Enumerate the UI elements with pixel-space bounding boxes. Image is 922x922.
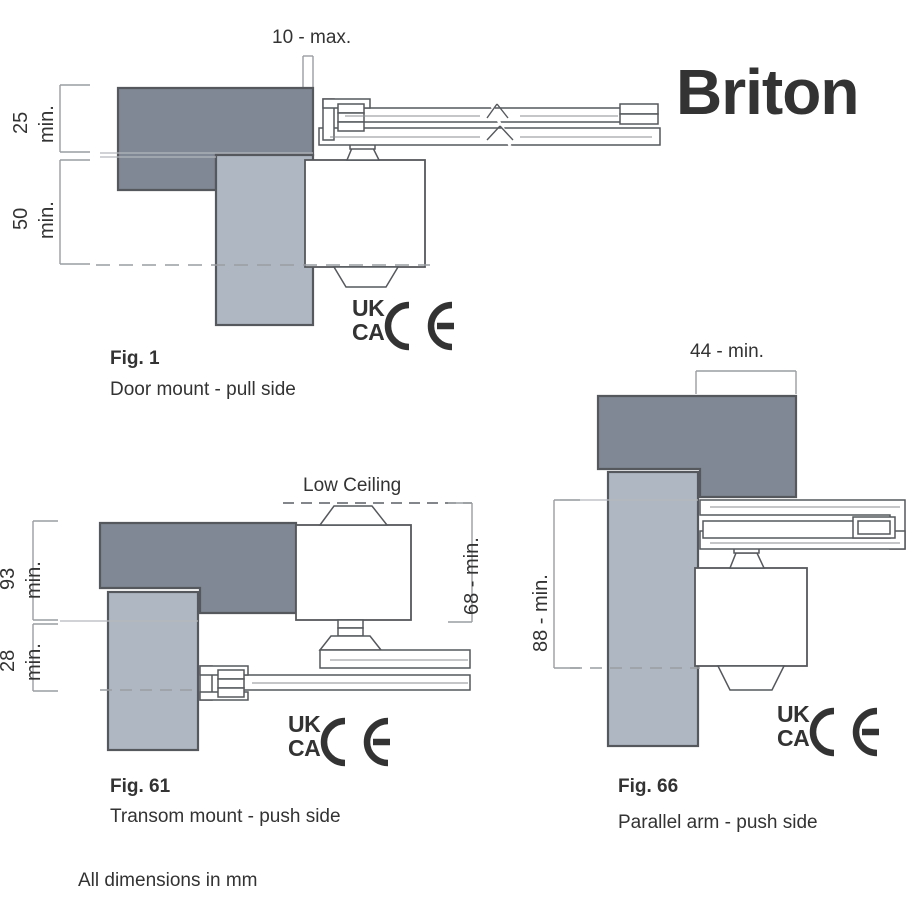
fig61-arm-detail-lines: [252, 659, 468, 684]
fig1-dim-10max-leader: [302, 55, 314, 90]
fig61-dim-68-value: 68 - min.: [461, 537, 483, 615]
fig61-dim-93: [32, 520, 58, 621]
fig66-caption-text: Parallel arm - push side: [618, 812, 818, 833]
fig1-compliance-marks: UK CA: [352, 295, 454, 351]
fig61-dim-28: [32, 623, 58, 692]
fig1-dim-50-value: 50: [10, 208, 32, 230]
fig61-low-ceiling-label: Low Ceiling: [303, 475, 401, 496]
fig1-caption-number: Fig. 1: [110, 348, 160, 369]
fig61-ce-icon: [320, 717, 390, 767]
fig61-closer-body: [295, 524, 412, 621]
fig61-ukca-icon-line1: UK: [288, 711, 321, 737]
fig1-arm-detail-lines: [330, 115, 652, 138]
fig61-dim-28-value: 28: [0, 650, 19, 672]
fig1-ukca-icon-line1: UK: [352, 295, 385, 321]
fig61-caption-number: Fig. 61: [110, 776, 171, 797]
fig61-caption-text: Transom mount - push side: [110, 806, 341, 827]
fig1-ce-icon: [384, 301, 454, 351]
fig66-caption-number: Fig. 66: [618, 776, 678, 797]
fig66-arm-detail-lines: [710, 506, 900, 544]
fig1-caption-text: Door mount - pull side: [110, 379, 296, 400]
figure-61-group: Low Ceiling: [0, 475, 483, 827]
fig66-dim-44-value: 44 - min.: [690, 341, 764, 362]
fig66-door-leaf: [606, 470, 700, 748]
fig66-compliance-marks: UK CA: [777, 701, 879, 757]
fig1-ukca-icon-line2: CA: [352, 319, 384, 345]
briton-logo: Briton: [676, 56, 858, 128]
footer-note: All dimensions in mm: [78, 870, 258, 891]
fig1-dim-25-unit: min.: [36, 105, 58, 143]
fig1-arm-break-lines: [486, 103, 514, 141]
fig66-arm-assembly: [699, 499, 906, 550]
fig61-dim-93-unit: min.: [23, 561, 45, 599]
fig66-dim-44-line: [695, 370, 797, 394]
fig66-dim-88-value: 88 - min.: [530, 574, 552, 652]
fig1-closer-body: [304, 159, 426, 268]
fig66-door-frame: [596, 394, 798, 499]
fig61-ukca-icon-line2: CA: [288, 735, 320, 761]
fig66-ce-icon: [809, 707, 879, 757]
fig1-door-leaf: [214, 153, 315, 327]
figure-1-group: 10 - max.: [10, 27, 661, 400]
fig61-dim-28-unit: min.: [23, 643, 45, 681]
fig66-dim-88: [553, 499, 580, 669]
fig61-top-cover: [318, 505, 389, 526]
fig1-dim-25: [59, 84, 90, 153]
fig61-compliance-marks: UK CA: [288, 711, 390, 767]
fig66-closer-body: [694, 567, 808, 667]
fig1-dim-50-unit: min.: [36, 201, 58, 239]
fig61-arm-assembly: [199, 649, 471, 701]
fig1-dim-10max-label: 10 - max.: [272, 27, 351, 48]
fig61-dim-68: [448, 502, 473, 623]
fig61-door-leaf: [106, 590, 200, 752]
fig66-ukca-icon-line2: CA: [777, 725, 809, 751]
fig1-dim-25-value: 25: [10, 112, 32, 134]
fig1-bottom-cover: [332, 266, 400, 288]
figure-66-group: 44 - min.: [530, 341, 906, 833]
fig61-dim-93-value: 93: [0, 568, 19, 590]
fig66-ukca-icon-line1: UK: [777, 701, 810, 727]
fig61-door-frame: [98, 521, 298, 615]
fig66-bottom-cover: [716, 665, 786, 691]
fig1-dim-50: [59, 159, 90, 265]
